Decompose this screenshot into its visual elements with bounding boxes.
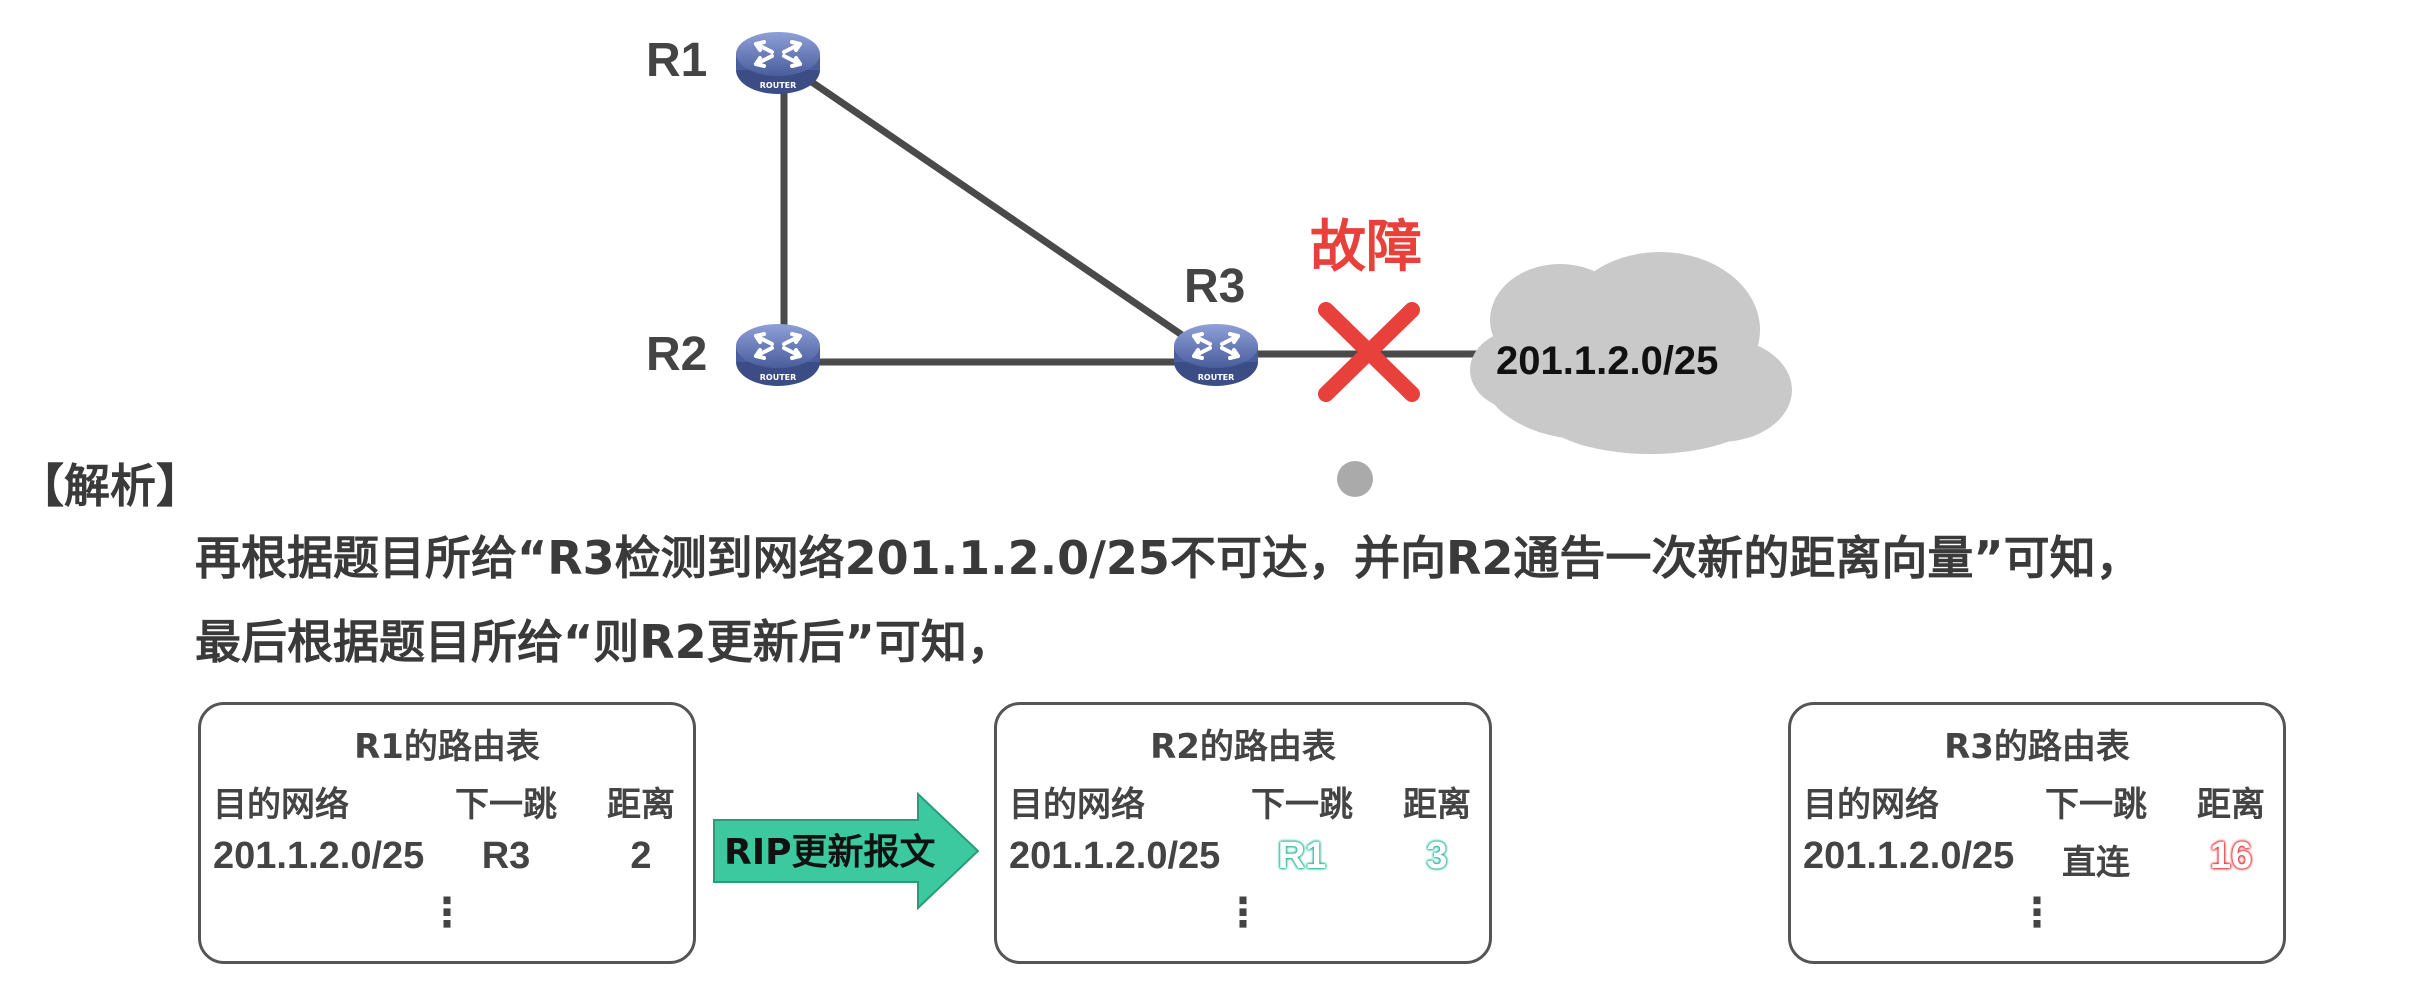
cell-next-hop: 直连 [2062,843,2130,883]
network-topology: ROUTER ROUTER ROUTER R1 R2 R3 故障 201.1.2… [646,30,1792,454]
routing-table-r3: R3的路由表 目的网络 下一跳 距离 201.1.2.0/25 直连 16 ⋮ [1788,702,2286,964]
cell-network: 201.1.2.0/25 [1009,835,1221,877]
router-label-r1: R1 [646,34,707,87]
network-label: 201.1.2.0/25 [1496,339,1718,383]
router-label-r3: R3 [1184,260,1245,313]
router-icon-text: ROUTER [760,81,797,90]
router-icon-text: ROUTER [1198,373,1235,382]
rip-update-arrow: RIP更新报文 [713,792,980,910]
routing-table-r2: R2的路由表 目的网络 下一跳 距离 201.1.2.0/25 R1 3 ⋮ [994,702,1492,964]
fault-label: 故障 [1310,215,1422,280]
fault-x-icon [1318,302,1420,402]
cell-network: 201.1.2.0/25 [213,835,425,877]
analysis-line-1: 再根据题目所给“R3检测到网络201.1.2.0/25不可达，并向R2通告一次新… [195,531,2142,585]
router-r2-icon: ROUTER [734,322,822,388]
link-r1-r3 [798,71,1206,353]
network-cloud-icon [1470,252,1792,454]
header-distance: 距离 [1403,785,1471,825]
cell-distance: 16 [2209,835,2253,877]
router-r1-icon: ROUTER [734,30,822,96]
cell-next-hop: R3 [481,835,531,877]
more-rows-indicator: ⋮ [1223,890,1263,936]
router-icon-text: ROUTER [760,373,797,382]
router-label-r2: R2 [646,328,707,381]
rip-update-label: RIP更新报文 [724,832,936,873]
analysis-title: 【解析】 [18,459,202,513]
pointer-dot [1337,461,1373,497]
router-r3-icon: ROUTER [1172,322,1260,388]
header-network: 目的网络 [213,785,349,825]
more-rows-indicator: ⋮ [427,890,467,936]
header-network: 目的网络 [1803,785,1939,825]
table-title: R2的路由表 [1150,727,1336,767]
header-distance: 距离 [607,785,675,825]
cell-distance: 3 [1426,835,1448,877]
more-rows-indicator: ⋮ [2017,890,2057,936]
table-title: R1的路由表 [354,727,540,767]
header-next-hop: 下一跳 [1251,785,1353,825]
table-title: R3的路由表 [1944,727,2130,767]
header-next-hop: 下一跳 [455,785,557,825]
header-distance: 距离 [2197,785,2265,825]
analysis-line-2: 最后根据题目所给“则R2更新后”可知， [195,615,1013,669]
header-network: 目的网络 [1009,785,1145,825]
header-next-hop: 下一跳 [2045,785,2147,825]
cell-next-hop: R1 [1277,835,1327,877]
cell-distance: 2 [630,835,652,877]
cell-network: 201.1.2.0/25 [1803,835,2015,877]
routing-table-r1: R1的路由表 目的网络 下一跳 距离 201.1.2.0/25 R3 2 ⋮ [198,702,696,964]
